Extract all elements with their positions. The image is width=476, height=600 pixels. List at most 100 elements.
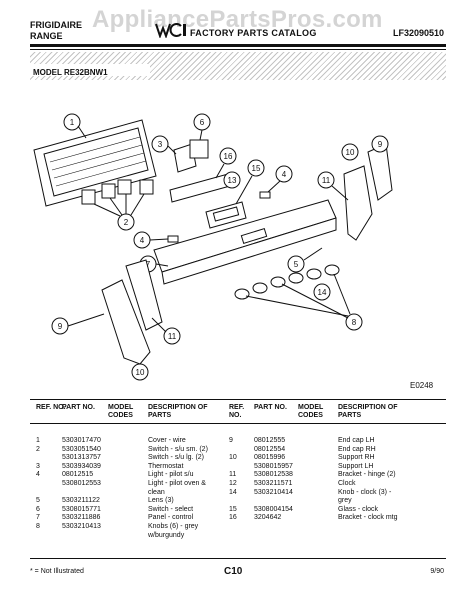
table-cell-ref: 14 (229, 488, 237, 496)
table-cell-desc: Lens (3) (148, 497, 174, 505)
part-support-left (51, 259, 181, 381)
table-cell-part: 08012515 (62, 471, 94, 479)
table-cell-desc: End cap LH (338, 437, 375, 444)
table-cell-ref: 7 (36, 514, 40, 522)
table-cell-ref: 10 (229, 454, 237, 462)
part-switches (81, 179, 154, 231)
part-clock-glass (235, 159, 265, 205)
diagram-code: E0248 (410, 381, 434, 390)
table-cell-ref: 3 (36, 462, 40, 470)
callout-3: 3 (158, 140, 163, 149)
table-cell-desc: Switch - s/u lg. (2) (148, 454, 205, 462)
callout-2: 2 (124, 218, 129, 227)
table-cell-ref: 11 (229, 471, 237, 479)
part-cover-wire (33, 113, 157, 207)
table-cell-desc: Support LH (338, 462, 374, 470)
col-header-ref: REF. NO. (36, 404, 66, 411)
callout-8: 8 (352, 318, 357, 327)
table-cell-part: 5303211122 (62, 497, 100, 505)
table-cell-ref: 1 (36, 437, 40, 444)
table-cell-desc: Bracket - hinge (2) (338, 471, 396, 479)
col-header-ref-right: REF. NO. (229, 404, 245, 419)
table-cell-part: 5308015957 (254, 462, 293, 470)
table-cell-part: 08012555 (254, 437, 286, 444)
wci-logo-icon (155, 23, 186, 38)
callout-7: 7 (146, 260, 151, 269)
part-clock (205, 171, 247, 229)
part-thermostat (151, 135, 197, 173)
table-header-rule (30, 423, 446, 424)
exploded-parts-diagram: 1 2 3 4 4 5 6 7 8 9 10 10 11 11 13 14 15… (33, 113, 393, 381)
model-label: MODEL RE32BNW1 (33, 68, 108, 77)
callout-4b: 4 (140, 236, 145, 245)
col-header-model-right: MODEL CODES (298, 404, 324, 419)
table-cell-part: 5303934039 (62, 462, 101, 470)
table-cell-desc: Cover - wire (148, 437, 186, 444)
table-cell-desc: clean (148, 488, 165, 496)
callout-11b: 11 (168, 332, 177, 341)
callout-14: 14 (318, 288, 327, 297)
callout-5: 5 (294, 260, 299, 269)
table-cell-desc: Knobs (6) - grey (148, 523, 199, 530)
table-cell-part: 5303211571 (254, 480, 293, 487)
revision-date: 9/90 (430, 568, 444, 575)
table-cell-desc: Light - pilot oven & (148, 480, 206, 487)
table-cell-ref: 2 (36, 445, 40, 453)
catalog-title: FACTORY PARTS CATALOG (190, 28, 317, 38)
part-support-right (317, 135, 393, 241)
model-backdrop (30, 64, 150, 76)
col-header-desc-right: DESCRIPTION OF PARTS (338, 404, 398, 419)
table-cell-ref: 5 (36, 497, 40, 505)
table-cell-ref: 4 (36, 471, 40, 479)
header-rule-thin (30, 49, 446, 50)
callout-11a: 11 (322, 176, 331, 185)
part-pilot-lights (133, 165, 293, 249)
table-cell-part: 5308012553 (62, 480, 101, 487)
callout-10b: 10 (136, 368, 145, 377)
product-name: RANGE (30, 31, 63, 41)
callout-9b: 9 (378, 140, 383, 149)
table-cell-desc: End cap RH (338, 445, 376, 453)
table-cell-part: 5303051540 (62, 445, 101, 453)
col-header-part: PART NO. (62, 404, 95, 411)
footnote: * = Not Illustrated (30, 568, 84, 575)
part-clock-bracket (169, 147, 237, 203)
table-cell-part: 08015996 (254, 454, 286, 462)
table-cell-ref: 8 (36, 523, 40, 530)
table-cell-desc: Clock (338, 480, 356, 487)
table-cell-desc: w/burgundy (148, 531, 185, 539)
table-cell-desc: Thermostat (148, 462, 184, 470)
callout-15: 15 (252, 164, 261, 173)
callout-10a: 10 (346, 148, 355, 157)
table-cell-desc: Switch - select (148, 505, 194, 513)
part-knobs (234, 247, 363, 331)
col-header-desc: DESCRIPTION OF PARTS (148, 404, 208, 419)
part-select-switch (189, 113, 211, 159)
table-cell-desc: Switch - s/u sm. (2) (148, 445, 208, 453)
brand-name: FRIGIDAIRE (30, 20, 83, 30)
table-cell-desc: Knob - clock (3) - (338, 488, 392, 496)
col-header-model: MODEL CODES (108, 404, 134, 419)
callout-13: 13 (228, 176, 237, 185)
table-cell-desc: Panel - control (148, 514, 194, 522)
table-cell-desc: Support RH (338, 454, 375, 462)
table-cell-part: 5308015771 (62, 505, 101, 513)
callout-4a: 4 (282, 170, 287, 179)
table-cell-desc: Light - pilot s/u (148, 471, 194, 479)
table-cell-ref: 6 (36, 505, 40, 513)
table-cell-ref: 9 (229, 437, 233, 444)
table-cell-part: 5301313757 (62, 454, 101, 462)
table-cell-desc: grey (338, 497, 352, 505)
table-cell-part: 5303017470 (62, 437, 101, 444)
table-cell-part: 5308012538 (254, 471, 293, 479)
table-cell-part: 08012554 (254, 445, 286, 453)
footer-rule (30, 558, 446, 559)
table-cell-desc: Bracket - clock mtg (338, 514, 398, 522)
col-header-part-right: PART NO. (254, 404, 287, 411)
table-cell-part: 5303210413 (62, 523, 101, 530)
header-rule (30, 44, 446, 47)
table-cell-part: 5308004154 (254, 505, 293, 513)
table-cell-part: 5303211886 (62, 514, 101, 522)
page-number: C10 (224, 566, 243, 577)
callout-6: 6 (200, 118, 205, 127)
